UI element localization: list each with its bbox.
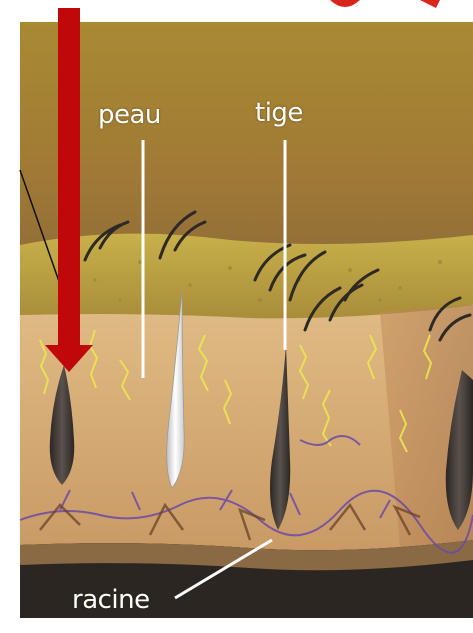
label-racine: racine <box>72 585 150 615</box>
label-tige: tige <box>255 98 303 128</box>
red-arrow-shaft <box>58 8 80 346</box>
skin-surface <box>20 234 473 319</box>
label-peau: peau <box>98 100 161 130</box>
